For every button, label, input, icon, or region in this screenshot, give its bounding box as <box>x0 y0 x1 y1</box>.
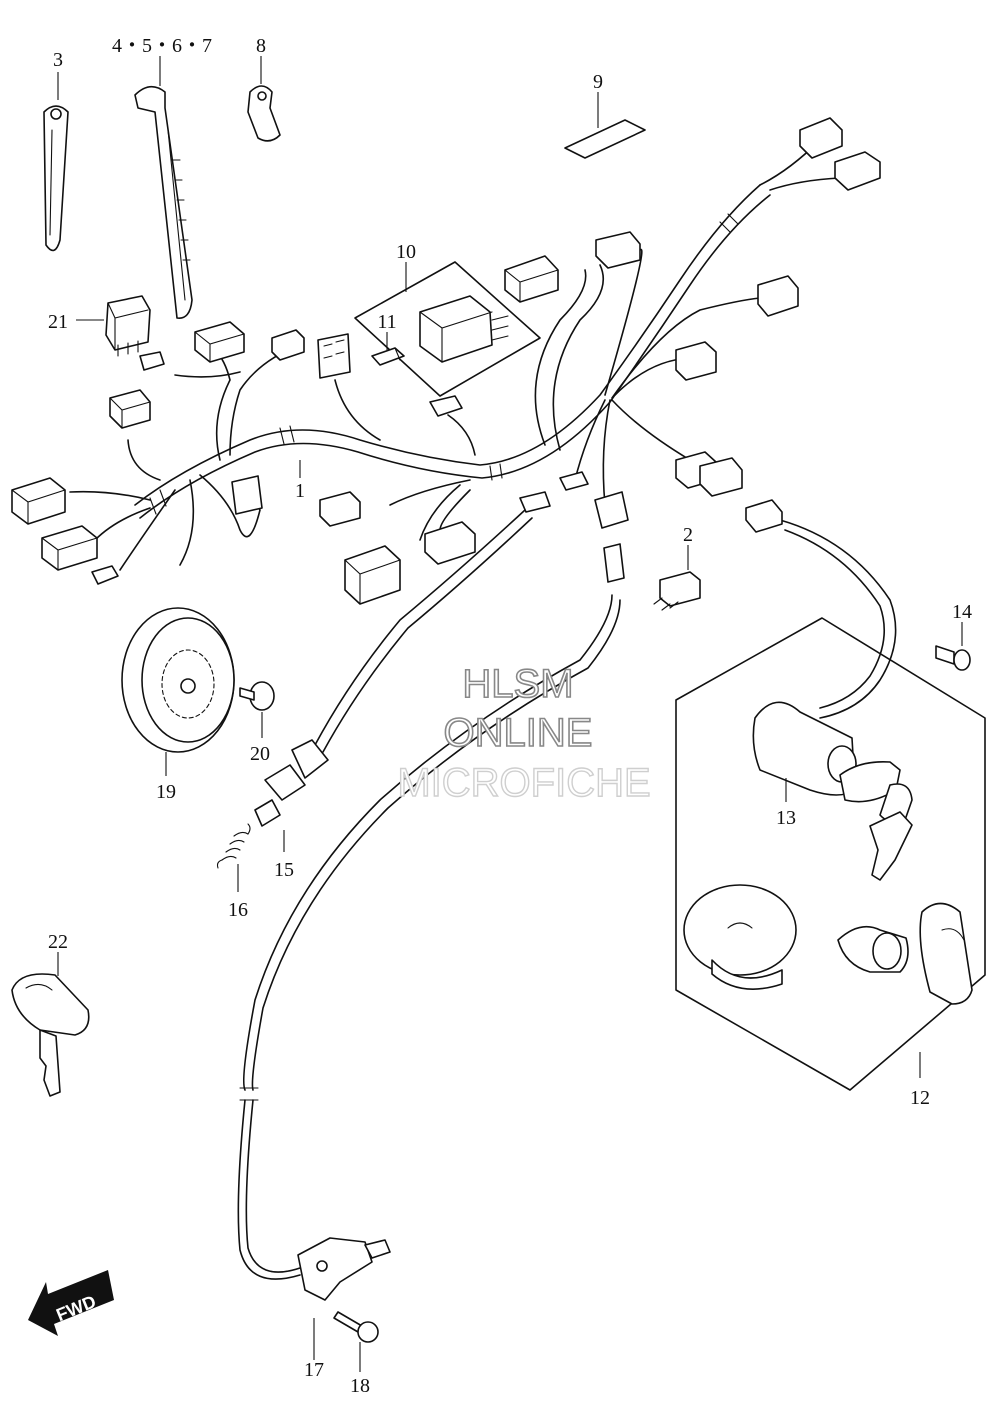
fwd-arrow: FWD <box>28 1270 114 1336</box>
part-15-switch <box>254 739 329 852</box>
part-1-wiring-harness <box>69 139 897 1280</box>
part-8-clamp <box>247 56 281 142</box>
callout-1: 1 <box>295 480 305 502</box>
watermark: HLSM ONLINE MICROFICHE <box>397 661 652 806</box>
callout-8: 8 <box>256 35 266 57</box>
part-4-7-cable-tie <box>134 56 193 319</box>
part-16-spring <box>216 823 251 892</box>
callout-21: 21 <box>48 311 68 333</box>
part-22-key <box>11 952 90 1097</box>
callout-15: 15 <box>274 859 294 881</box>
callout-11: 11 <box>377 311 396 333</box>
callout-3: 3 <box>53 49 63 71</box>
part-9-tape <box>564 92 646 159</box>
watermark-line-3: MICROFICHE <box>397 761 650 805</box>
callout-13: 13 <box>776 807 796 829</box>
part-3-cable-band <box>43 72 69 252</box>
callout-18: 18 <box>350 1375 370 1397</box>
part-14-screw <box>935 622 971 671</box>
callout-16: 16 <box>228 899 248 921</box>
callout-2: 2 <box>683 524 693 546</box>
part-18-bolt <box>333 1311 379 1372</box>
part-12-lock-set <box>675 617 986 1091</box>
harness-connectors <box>11 117 881 605</box>
part-17-switch <box>297 1237 391 1360</box>
callout-10: 10 <box>396 241 416 263</box>
callout-12: 12 <box>910 1087 930 1109</box>
watermark-line-1: HLSM <box>462 662 573 706</box>
part-10-fuse-box <box>354 261 541 397</box>
watermark-line-2: ONLINE <box>444 711 593 755</box>
part-20-screw <box>239 681 275 738</box>
part-19-horn <box>121 607 235 776</box>
part-2-connector <box>653 545 701 611</box>
part-21-relay <box>76 295 151 357</box>
callout-19: 19 <box>156 781 176 803</box>
callout-20: 20 <box>250 743 270 765</box>
callout-9: 9 <box>593 71 603 93</box>
callout-4-7: 4・5・6・7 <box>112 35 212 57</box>
callout-labels: 3 4・5・6・7 8 9 10 11 21 1 2 14 20 19 13 1… <box>48 35 972 1397</box>
callout-17: 17 <box>304 1359 324 1381</box>
callout-22: 22 <box>48 931 68 953</box>
callout-14: 14 <box>952 601 972 623</box>
